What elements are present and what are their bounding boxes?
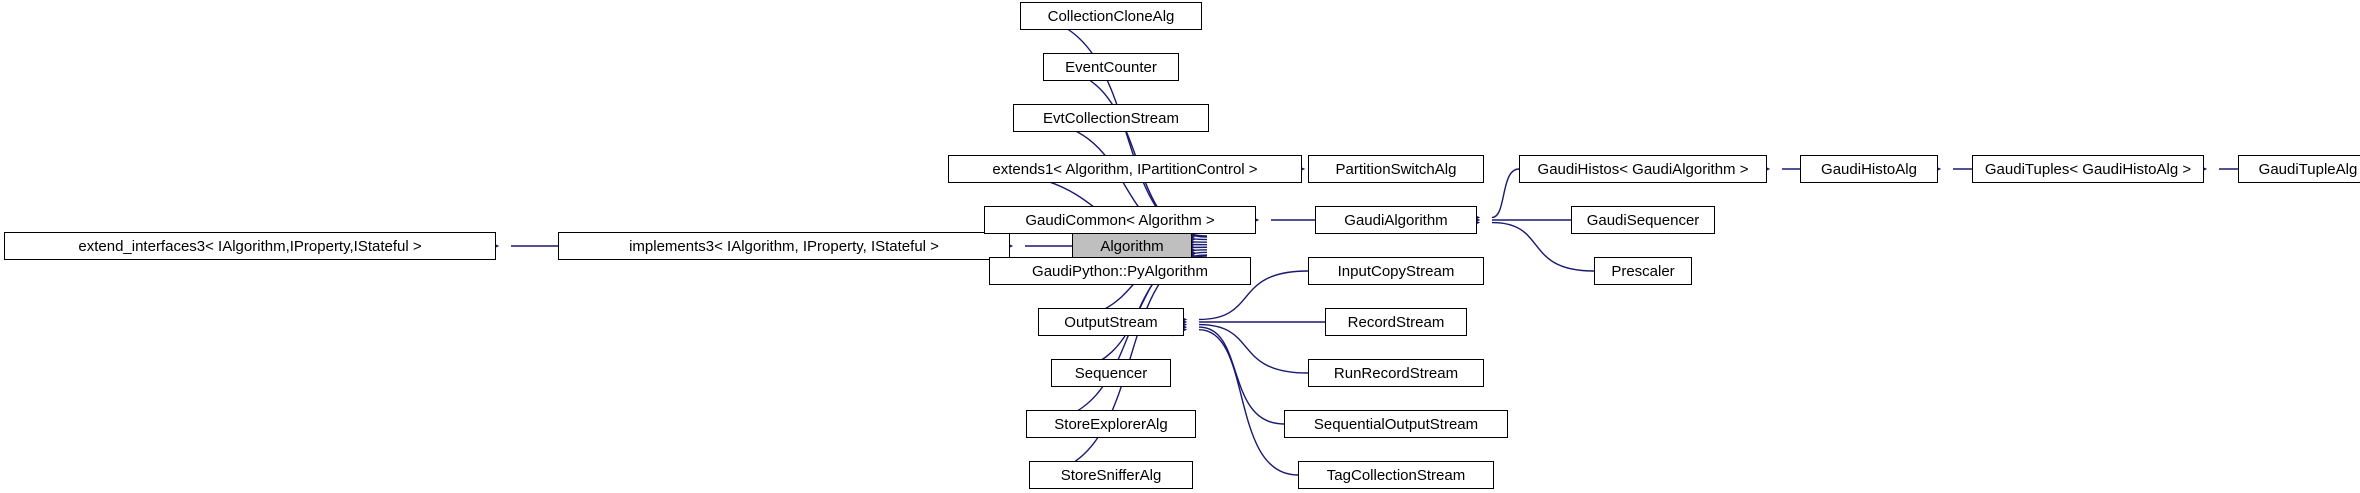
class-node-implements3[interactable]: implements3< IAlgorithm, IProperty, ISta…	[558, 232, 1010, 260]
class-node-StoreSnifferAlg[interactable]: StoreSnifferAlg	[1029, 461, 1193, 489]
class-node-extend_interfaces3[interactable]: extend_interfaces3< IAlgorithm,IProperty…	[4, 232, 496, 260]
edge-SequentialOutputStream-to-OutputStream	[1172, 320, 1285, 425]
edge-TagCollectionStream-to-OutputStream	[1172, 322, 1299, 476]
class-node-extends1[interactable]: extends1< Algorithm, IPartitionControl >	[948, 155, 1302, 183]
class-node-GaudiAlgorithm[interactable]: GaudiAlgorithm	[1315, 206, 1477, 234]
class-node-TagCollectionStream[interactable]: TagCollectionStream	[1298, 461, 1494, 489]
class-node-OutputStream[interactable]: OutputStream	[1038, 308, 1184, 336]
edge-RecordStream-to-OutputStream	[1172, 315, 1325, 329]
class-node-CollectionCloneAlg[interactable]: CollectionCloneAlg	[1020, 2, 1202, 30]
class-node-RecordStream[interactable]: RecordStream	[1325, 308, 1467, 336]
class-node-RunRecordStream[interactable]: RunRecordStream	[1308, 359, 1484, 387]
class-node-GaudiTuples[interactable]: GaudiTuples< GaudiHistoAlg >	[1972, 155, 2204, 183]
class-node-PartitionSwitchAlg[interactable]: PartitionSwitchAlg	[1308, 155, 1484, 183]
edge-RunRecordStream-to-OutputStream	[1172, 317, 1309, 374]
class-node-Sequencer[interactable]: Sequencer	[1051, 359, 1171, 387]
class-node-GaudiCommon[interactable]: GaudiCommon< Algorithm >	[984, 206, 1256, 234]
class-node-GaudiSequencer[interactable]: GaudiSequencer	[1571, 206, 1715, 234]
edge-GaudiSequencer-to-GaudiAlgorithm	[1465, 213, 1571, 227]
class-node-GaudiHistos[interactable]: GaudiHistos< GaudiAlgorithm >	[1519, 155, 1767, 183]
class-node-Prescaler[interactable]: Prescaler	[1594, 257, 1692, 285]
class-node-Algorithm[interactable]: Algorithm	[1072, 232, 1192, 260]
class-node-SequentialOutputStream[interactable]: SequentialOutputStream	[1284, 410, 1508, 438]
class-node-GaudiHistoAlg[interactable]: GaudiHistoAlg	[1800, 155, 1938, 183]
class-node-EvtCollectionStream[interactable]: EvtCollectionStream	[1013, 104, 1209, 132]
class-node-EventCounter[interactable]: EventCounter	[1043, 53, 1179, 81]
class-node-GaudiPythonPyAlgorithm[interactable]: GaudiPython::PyAlgorithm	[989, 257, 1251, 285]
class-node-GaudiTupleAlg[interactable]: GaudiTupleAlg	[2238, 155, 2360, 183]
class-node-StoreExplorerAlg[interactable]: StoreExplorerAlg	[1026, 410, 1196, 438]
class-node-InputCopyStream[interactable]: InputCopyStream	[1308, 257, 1484, 285]
